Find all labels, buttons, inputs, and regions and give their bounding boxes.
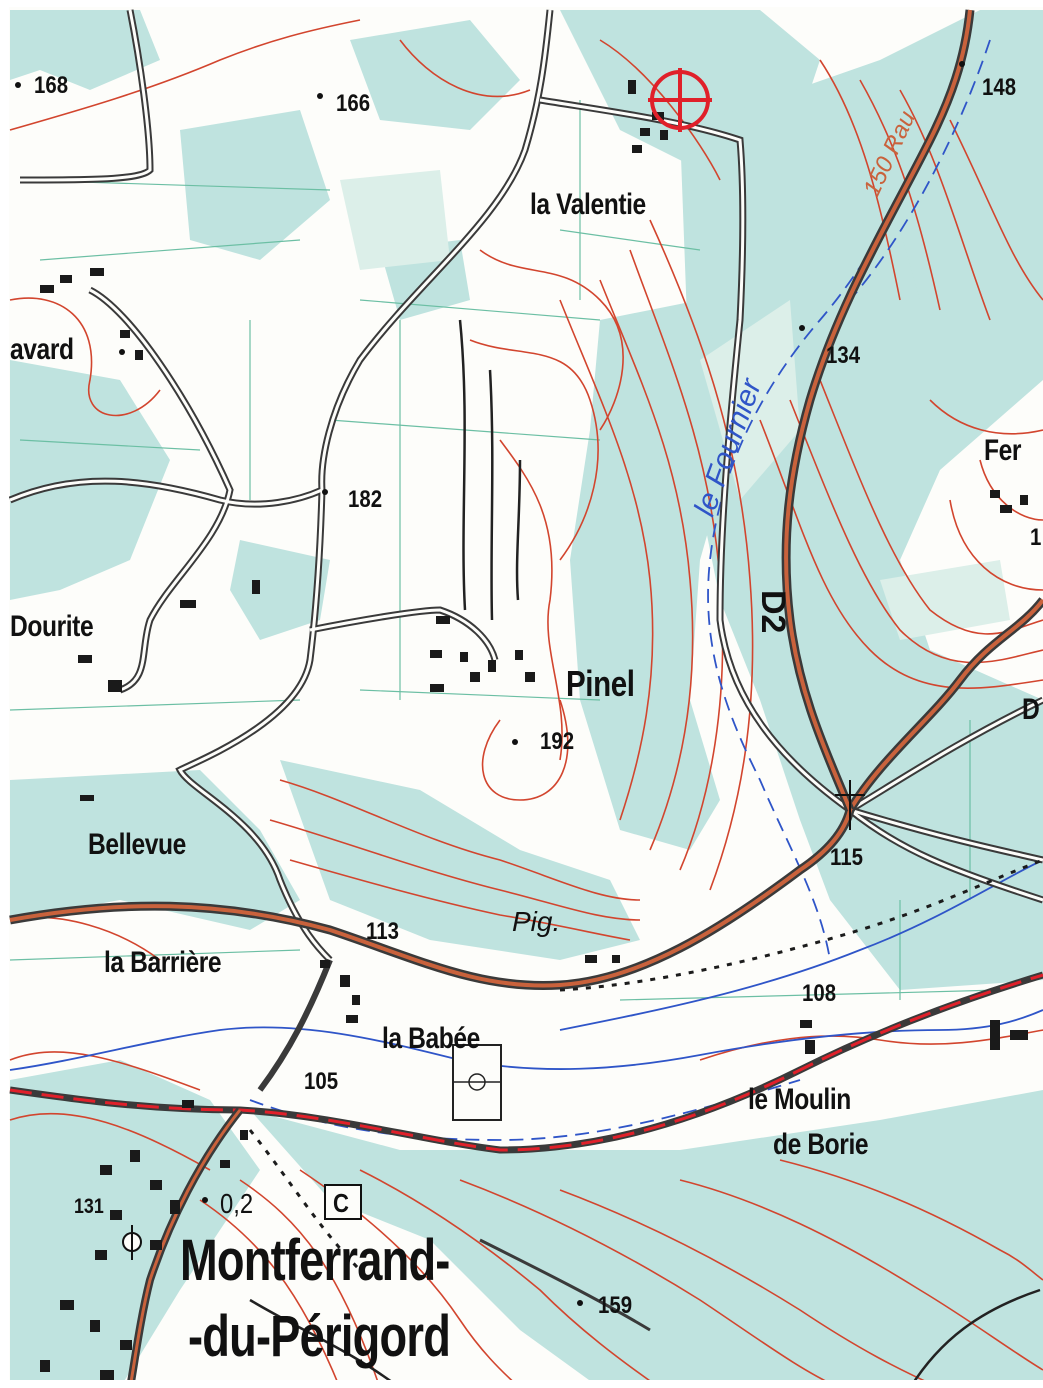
elevation-131: 131: [74, 1195, 104, 1218]
elevation-168: 168: [34, 72, 69, 99]
label-pig: Pig.: [512, 906, 561, 937]
campsite-box: [324, 1184, 362, 1220]
distance-label: 0,2: [220, 1188, 254, 1219]
label-du-perigord: -du-Périgord: [188, 1304, 451, 1369]
label-d-right: D: [1022, 693, 1040, 726]
elevation-1: 1: [1030, 524, 1042, 551]
label-la-valentie: la Valentie: [530, 188, 646, 221]
orchard-areas: [340, 170, 1010, 640]
contour-lines: [9, 19, 1043, 1388]
label-la-babee: la Babée: [382, 1022, 480, 1055]
elevation-159: 159: [598, 1292, 633, 1319]
label-pinel: Pinel: [566, 663, 635, 704]
crossroad-icon: [835, 780, 865, 830]
elevation-148: 148: [982, 74, 1017, 101]
elevation-105: 105: [304, 1068, 339, 1095]
label-bellevue: Bellevue: [88, 828, 186, 861]
frame-left: [0, 0, 9, 1388]
label-la-barriere: la Barrière: [104, 946, 222, 979]
sports-field: [452, 1044, 502, 1121]
church-icon: [122, 1225, 142, 1260]
label-fer: Fer: [984, 434, 1022, 467]
elevation-113: 113: [366, 918, 399, 945]
label-le-moulin: le Moulin: [748, 1083, 851, 1116]
label-dourite: Dourite: [10, 610, 94, 643]
elevation-134: 134: [826, 342, 861, 369]
elevation-182: 182: [348, 486, 383, 513]
buildings: [40, 80, 1028, 1380]
frame-bottom: [0, 1380, 1043, 1388]
elevation-192: 192: [540, 728, 575, 755]
single-lines: [249, 319, 1041, 1388]
roads-inner: [9, 9, 1043, 962]
label-savard: avard: [10, 333, 74, 366]
elevation-115: 115: [830, 844, 863, 871]
label-de-borie: de Borie: [773, 1128, 869, 1161]
campsite-label: C: [333, 1188, 349, 1218]
main-road: [9, 9, 1043, 1388]
elevation-108: 108: [802, 980, 837, 1007]
tracks: [248, 858, 1043, 1272]
label-montferrand: Montferrand-: [180, 1228, 450, 1293]
target-marker-icon[interactable]: [648, 68, 712, 132]
road-number-d2: D2: [754, 590, 792, 634]
elevation-166: 166: [336, 90, 371, 117]
spot-heights: [15, 61, 965, 1306]
frame-top: [0, 0, 1043, 7]
